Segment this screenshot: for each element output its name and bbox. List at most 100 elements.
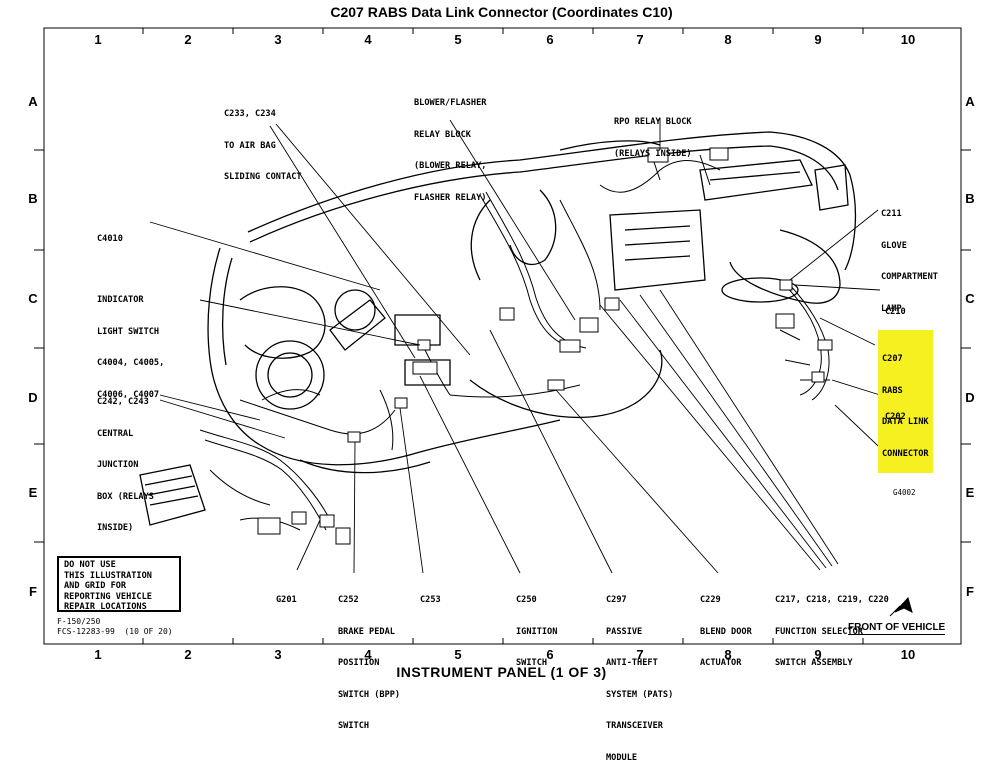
label-line: C202 (885, 412, 906, 422)
label-line: C217, C218, C219, C220 (775, 595, 889, 605)
label-line: BLOWER/FLASHER (414, 98, 487, 108)
label-line: DATA LINK (882, 417, 929, 427)
grid-row-right-f: F (966, 584, 974, 599)
grid-row-left-d: D (28, 390, 38, 405)
grid-col-top-9: 9 (814, 32, 822, 47)
label-line: RABS (882, 385, 903, 396)
label-line: TRANSCEIVER (606, 721, 663, 731)
label-indicator-light-switch: INDICATOR LIGHT SWITCH C4004, C4005, C40… (97, 274, 164, 411)
label-line: CENTRAL (97, 428, 134, 439)
label-line: POSITION (338, 658, 380, 668)
label-line: G4002 (893, 488, 916, 497)
label-line: C253 (420, 595, 441, 605)
grid-col-bottom-10: 10 (900, 647, 916, 662)
instrument-panel-outline (139, 131, 857, 526)
label-line: BOX (RELAYS (97, 491, 154, 502)
label-line: SYSTEM (PATS) (606, 689, 674, 700)
label-line: BLEND DOOR (700, 626, 752, 637)
grid-row-left-c: C (28, 291, 38, 306)
label-line: FLASHER RELAY) (414, 192, 487, 203)
note-line: REPORTING VEHICLE (64, 591, 152, 602)
grid-row-left-e: E (28, 485, 38, 500)
label-c4010: C4010 (97, 213, 123, 255)
grid-col-bottom-7: 7 (636, 647, 644, 662)
wiring-harness (199, 149, 830, 531)
grid-col-bottom-2: 2 (184, 647, 192, 662)
grid-row-left-b: B (28, 191, 38, 206)
grid-col-top-8: 8 (724, 32, 732, 47)
label-line: C4006, C4007 (97, 389, 160, 400)
grid-row-left-a: A (28, 94, 38, 109)
label-line: C229 (700, 595, 721, 605)
grid-col-top-5: 5 (454, 32, 462, 47)
label-line: SWITCH (516, 658, 548, 668)
label-line: (BLOWER RELAY, (414, 161, 487, 171)
note-line: THIS ILLUSTRATION (64, 570, 152, 581)
label-g201: G201 (276, 574, 297, 616)
label-line: FUNCTION SELECTOR (775, 626, 863, 637)
label-c252-brake-pedal-switch: C252 BRAKE PEDAL POSITION SWITCH (BPP) S… (338, 574, 400, 742)
label-line: JUNCTION (97, 460, 139, 470)
label-line: ANTI-THEFT (606, 658, 658, 668)
label-line: CONNECTOR (882, 448, 929, 459)
diagram-title: C207 RABS Data Link Connector (Coordinat… (330, 4, 673, 20)
label-line: G201 (276, 595, 297, 605)
label-line: BRAKE PEDAL (338, 626, 395, 637)
label-line: SLIDING CONTACT (224, 172, 302, 182)
label-line: C4010 (97, 234, 123, 244)
label-line: C207 (882, 354, 903, 364)
label-line: C252 (338, 595, 359, 605)
label-line: INSIDE) (97, 523, 134, 533)
grid-col-top-2: 2 (184, 32, 192, 47)
figure-reference: F-150/250 FCS-12283-99 (10 OF 20) (57, 617, 173, 637)
grid-col-bottom-3: 3 (274, 647, 282, 662)
grid-frame (34, 27, 971, 645)
wiring-illustration (34, 27, 971, 645)
grid-row-right-c: C (965, 291, 975, 306)
label-line: RELAY BLOCK (414, 129, 471, 140)
label-c242-central-junction-box: C242, C243 CENTRAL JUNCTION BOX (RELAYS … (97, 376, 154, 544)
label-line: RPO RELAY BLOCK (614, 117, 692, 127)
label-line: PASSIVE (606, 626, 643, 637)
grid-col-bottom-4: 4 (364, 647, 372, 662)
label-line: C210 (885, 307, 906, 317)
label-line: MODULE (606, 752, 638, 763)
do-not-use-notice: DO NOT USE THIS ILLUSTRATION AND GRID FO… (57, 556, 181, 612)
label-line: C242, C243 (97, 397, 149, 407)
grid-row-right-d: D (965, 390, 975, 405)
label-line: C233, C234 (224, 109, 276, 119)
connector-blocks (257, 147, 833, 545)
label-line: GLOVE (881, 240, 907, 251)
label-line: C211 (881, 209, 902, 219)
grid-col-bottom-9: 9 (814, 647, 822, 662)
note-line: REPAIR LOCATIONS (64, 602, 147, 612)
label-blower-flasher-relay-block: BLOWER/FLASHER RELAY BLOCK (BLOWER RELAY… (414, 77, 486, 214)
label-c202: C202 (885, 391, 906, 433)
label-c250-ignition-switch: C250 IGNITION SWITCH (516, 574, 557, 679)
reference-line: FCS-12283-99 (10 OF 20) (57, 627, 173, 636)
front-of-vehicle-label: FRONT OF VEHICLE (848, 622, 946, 635)
grid-row-right-a: A (965, 94, 975, 109)
diagram-footer-title: INSTRUMENT PANEL (1 OF 3) (396, 664, 607, 680)
label-line: INDICATOR (97, 295, 144, 305)
label-c210: C210 (885, 286, 906, 328)
label-line: SWITCH (BPP) (338, 689, 401, 700)
front-arrow-icon (889, 597, 913, 617)
note-line: AND GRID FOR (64, 581, 127, 591)
label-line: IGNITION (516, 626, 558, 637)
label-c253: C253 (420, 574, 441, 616)
label-line: C4004, C4005, (97, 358, 165, 368)
label-line: SWITCH (338, 721, 370, 731)
label-c211-glove-lamp: C211 GLOVE COMPARTMENT LAMP (881, 188, 938, 325)
grid-col-top-6: 6 (546, 32, 554, 47)
note-line: DO NOT USE (64, 560, 116, 570)
grid-col-top-4: 4 (364, 32, 372, 47)
grid-col-top-1: 1 (94, 32, 102, 47)
grid-col-top-3: 3 (274, 32, 282, 47)
label-line: SWITCH ASSEMBLY (775, 658, 853, 668)
label-c207-rabs-highlighted: C207 RABS DATA LINK CONNECTOR (878, 330, 933, 473)
grid-col-top-7: 7 (636, 32, 644, 47)
grid-row-left-f: F (29, 584, 37, 599)
grid-col-bottom-6: 6 (546, 647, 554, 662)
label-line: LIGHT SWITCH (97, 326, 160, 337)
